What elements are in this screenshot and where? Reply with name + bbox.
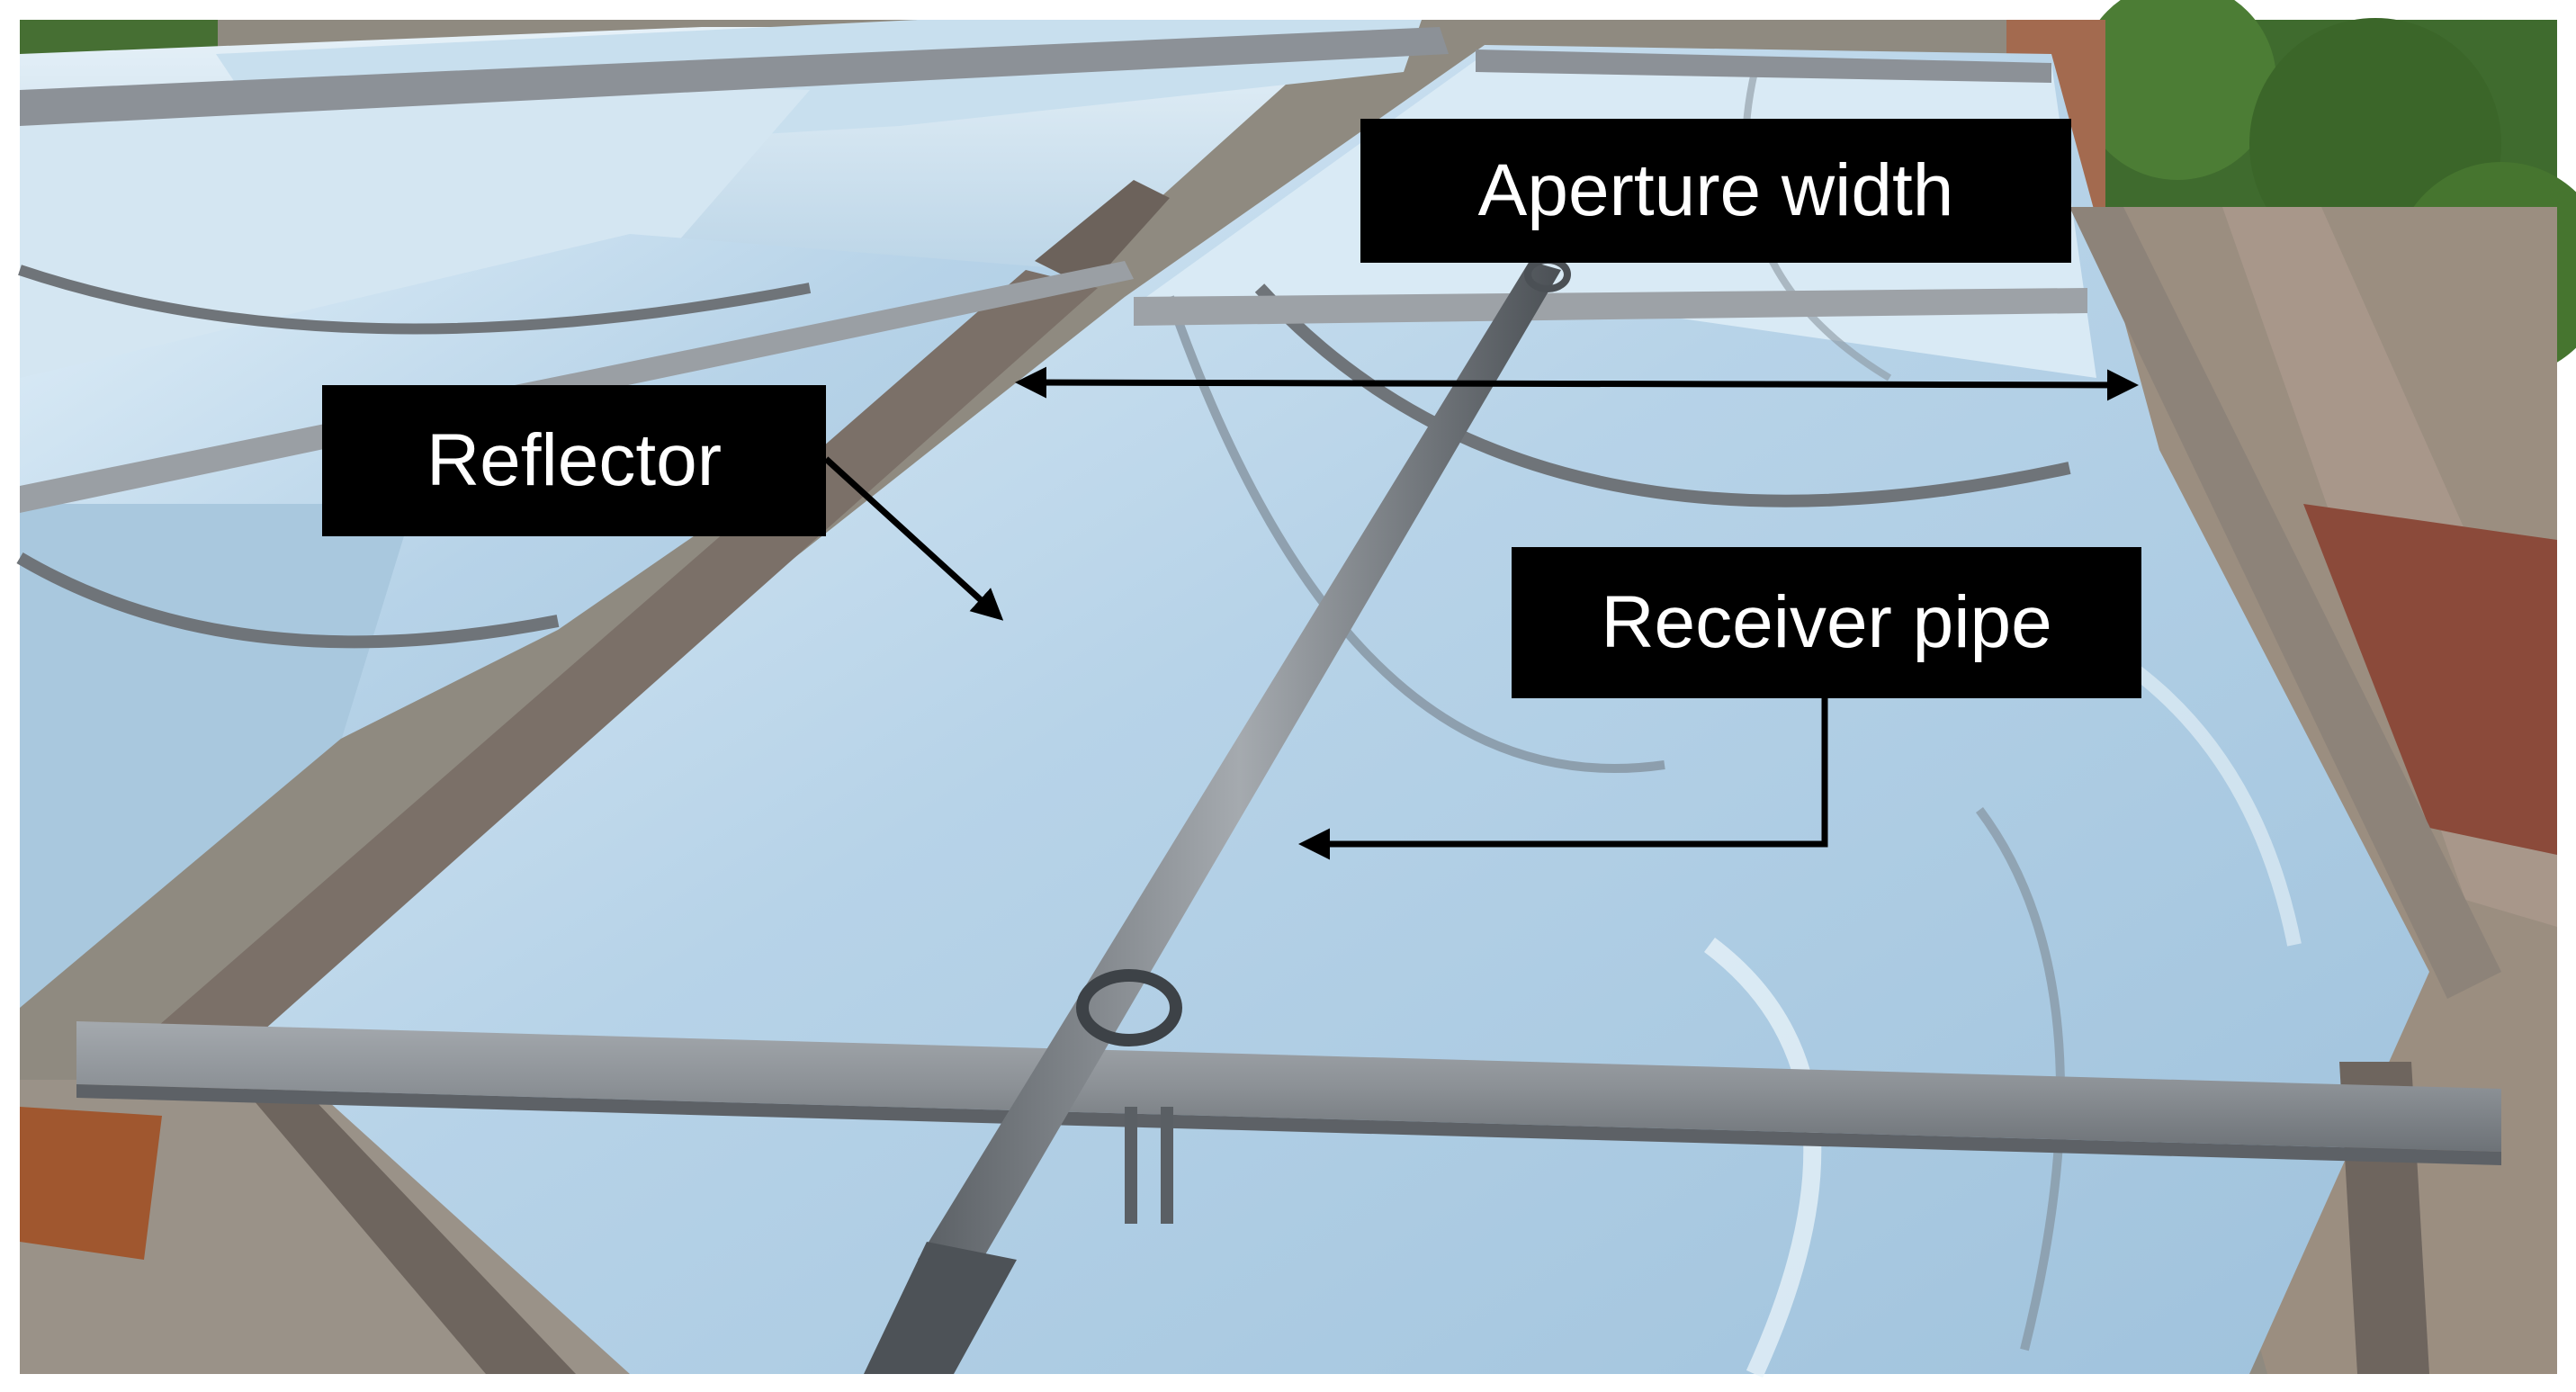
reflector-text: Reflector — [426, 419, 723, 501]
reflector-label: Reflector — [322, 385, 826, 536]
receiver-pipe-text: Receiver pipe — [1601, 581, 2052, 663]
receiver-pipe-label: Receiver pipe — [1512, 547, 2141, 698]
aperture-width-label: Aperture width — [1360, 119, 2071, 263]
aperture-width-text: Aperture width — [1477, 149, 1954, 231]
photo-content — [16, 0, 2576, 1379]
